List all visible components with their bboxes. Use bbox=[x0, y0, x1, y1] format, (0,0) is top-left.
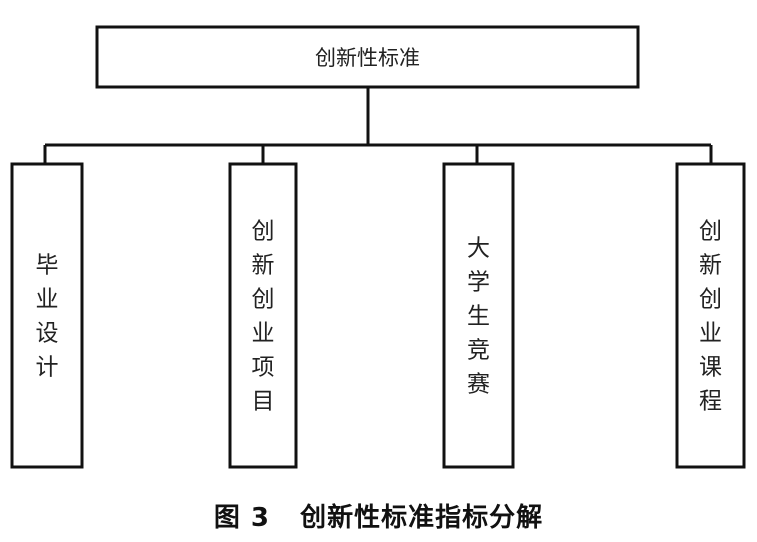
child-node-innovation-project: 创新创业项目 bbox=[228, 162, 298, 469]
child-node-label: 创新创业项目 bbox=[252, 219, 275, 415]
child-node-student-competition: 大学生竞赛 bbox=[442, 162, 515, 469]
child-node-label: 创新创业课程 bbox=[699, 219, 722, 415]
child-node-box bbox=[442, 162, 515, 469]
child-node-box bbox=[10, 162, 84, 469]
connectors bbox=[43, 87, 713, 164]
figure-number: 图 3 bbox=[213, 503, 270, 533]
child-node-box bbox=[675, 162, 746, 469]
figure-caption: 图 3 创新性标准指标分解 bbox=[0, 497, 757, 534]
child-node-label: 毕业设计 bbox=[36, 253, 59, 381]
child-node-label: 大学生竞赛 bbox=[467, 236, 490, 398]
figure-title: 创新性标准指标分解 bbox=[300, 503, 544, 533]
child-node-box bbox=[228, 162, 298, 469]
child-node-graduation-design: 毕业设计 bbox=[10, 162, 84, 469]
child-node-innovation-course: 创新创业课程 bbox=[675, 162, 746, 469]
root-node: 创新性标准 bbox=[95, 25, 640, 89]
root-node-label: 创新性标准 bbox=[315, 46, 420, 70]
child-nodes: 毕业设计 创新创业项目 大学生竞赛 创新创业课程 bbox=[10, 162, 746, 469]
